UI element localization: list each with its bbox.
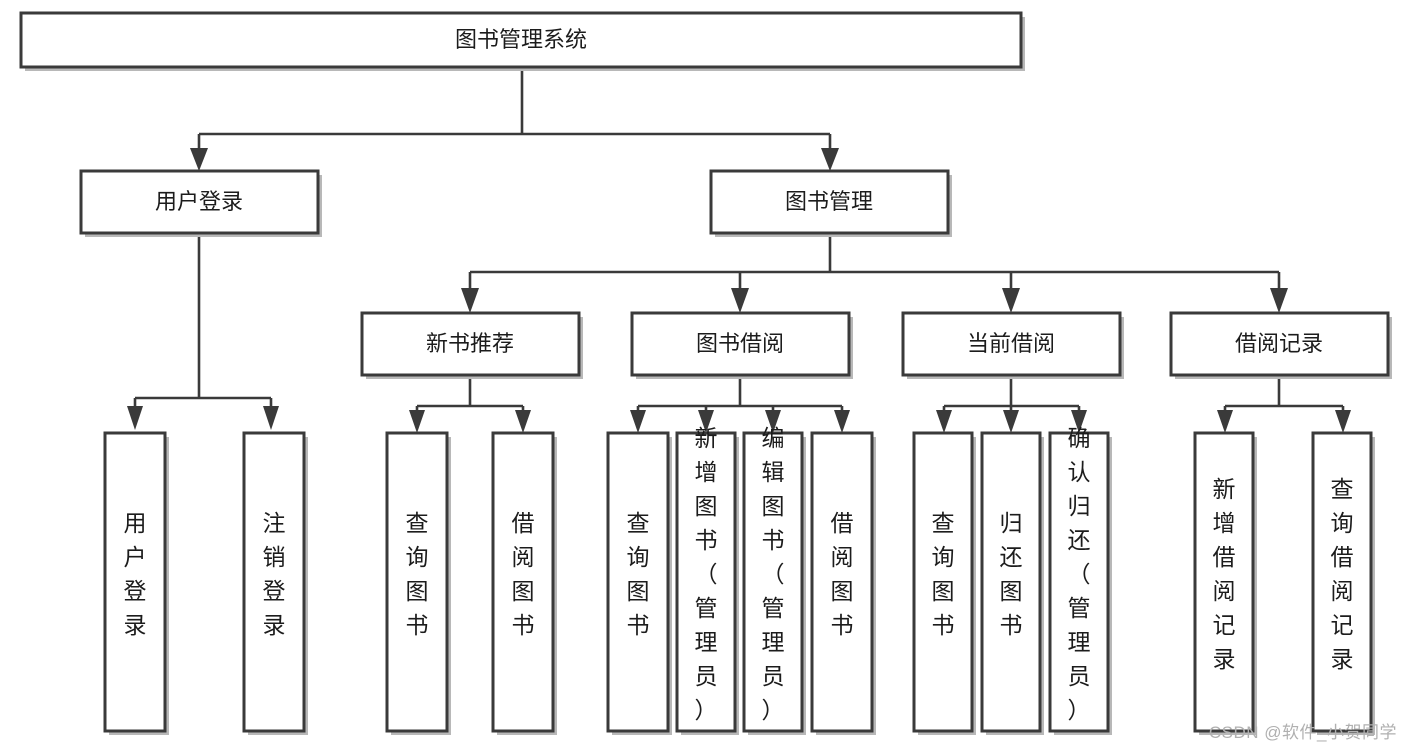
arrow-to-leaf-edit-book: [765, 410, 781, 433]
arrow-to-leaf-query-book-1: [409, 410, 425, 433]
arrow-to-leaf-query-book-2: [630, 410, 646, 433]
leaf-borrow-book-1-label: 借阅图书: [512, 510, 535, 638]
leaf-borrow-book-1-box: [491, 431, 555, 733]
arrow-to-leaf-query-book-3: [936, 410, 952, 433]
arrow-to-leaf-user-login: [127, 406, 143, 430]
arrow-to-current-borrow: [1002, 288, 1020, 313]
root-label: 图书管理系统: [455, 27, 587, 52]
node-user-login[interactable]: 用户登录: [79, 169, 322, 237]
leaf-edit-book[interactable]: 编辑图书（管理员）: [742, 425, 806, 735]
node-new-book-recommend[interactable]: 新书推荐: [360, 311, 583, 379]
leaf-query-book-3-box: [912, 431, 974, 733]
book-management-label: 图书管理: [785, 189, 873, 214]
leaf-logout-login-label: 注销登录: [263, 510, 286, 638]
node-book-borrow[interactable]: 图书借阅: [630, 311, 853, 379]
arrow-to-leaf-logout-login: [263, 406, 279, 430]
leaf-borrow-book-2-label: 借阅图书: [831, 510, 854, 638]
book-borrow-label: 图书借阅: [696, 331, 784, 356]
leaf-query-record-label: 查询借阅记录: [1331, 476, 1354, 672]
leaf-add-book[interactable]: 新增图书（管理员）: [675, 425, 739, 735]
leaf-add-record-box: [1193, 431, 1255, 733]
arrow-to-leaf-add-book: [698, 410, 714, 433]
leaf-confirm-return-label: 确认归还（管理员）: [1068, 425, 1091, 723]
leaf-edit-book-label: 编辑图书（管理员）: [762, 425, 785, 723]
leaf-query-book-3[interactable]: 查询图书: [912, 431, 976, 735]
leaf-borrow-book-2-box: [810, 431, 874, 733]
borrow-record-label: 借阅记录: [1235, 331, 1323, 356]
node-root[interactable]: 图书管理系统: [19, 11, 1025, 71]
leaf-query-book-1[interactable]: 查询图书: [385, 431, 451, 735]
user-login-box: [79, 169, 320, 235]
arrow-to-book-management: [821, 148, 839, 171]
leaf-return-book-label: 归还图书: [1000, 510, 1023, 638]
leaf-borrow-book-1[interactable]: 借阅图书: [491, 431, 557, 735]
leaf-add-record-label: 新增借阅记录: [1213, 476, 1236, 672]
arrow-to-book-borrow: [731, 288, 749, 313]
arrow-to-user-login: [190, 148, 208, 171]
arrow-to-new-book-recommend: [461, 288, 479, 313]
leaf-user-login-box: [103, 431, 167, 733]
leaf-query-book-2[interactable]: 查询图书: [606, 431, 672, 735]
current-borrow-label: 当前借阅: [967, 331, 1055, 356]
arrow-to-leaf-borrow-book-1: [515, 410, 531, 433]
arrow-to-leaf-confirm-return: [1071, 410, 1087, 433]
arrow-to-leaf-return-book: [1003, 410, 1019, 433]
leaf-borrow-book-2[interactable]: 借阅图书: [810, 431, 876, 735]
leaf-add-record[interactable]: 新增借阅记录: [1193, 431, 1257, 735]
current-borrow-box: [901, 311, 1122, 377]
user-login-label: 用户登录: [155, 189, 243, 214]
book-borrow-box: [630, 311, 851, 377]
leaf-user-login[interactable]: 用户登录: [103, 431, 169, 735]
leaf-query-record[interactable]: 查询借阅记录: [1311, 431, 1375, 735]
leaf-add-book-box: [675, 431, 737, 733]
leaf-return-book[interactable]: 归还图书: [980, 431, 1044, 735]
leaf-confirm-return-box: [1048, 431, 1110, 733]
leaf-query-record-box: [1311, 431, 1373, 733]
leaf-query-book-1-label: 查询图书: [406, 510, 429, 638]
edge-layer: [127, 67, 1351, 433]
leaf-query-book-2-label: 查询图书: [627, 510, 650, 638]
new-book-recommend-label: 新书推荐: [426, 331, 514, 356]
borrow-record-box: [1169, 311, 1390, 377]
leaf-add-book-label: 新增图书（管理员）: [695, 425, 718, 723]
leaf-query-book-3-label: 查询图书: [932, 510, 955, 638]
leaf-query-book-2-box: [606, 431, 670, 733]
arrow-to-leaf-query-record: [1335, 410, 1351, 433]
arrow-to-leaf-borrow-book-2: [834, 410, 850, 433]
arrow-to-borrow-record: [1270, 288, 1288, 313]
leaf-user-login-label: 用户登录: [124, 510, 147, 638]
leaf-confirm-return[interactable]: 确认归还（管理员）: [1048, 425, 1112, 735]
book-management-box: [709, 169, 950, 235]
node-book-management[interactable]: 图书管理: [709, 169, 952, 237]
node-borrow-record[interactable]: 借阅记录: [1169, 311, 1392, 379]
arrow-to-leaf-add-record: [1217, 410, 1233, 433]
node-current-borrow[interactable]: 当前借阅: [901, 311, 1124, 379]
leaf-return-book-box: [980, 431, 1042, 733]
leaf-logout-login[interactable]: 注销登录: [242, 431, 308, 735]
leaf-logout-login-box: [242, 431, 306, 733]
new-book-recommend-box: [360, 311, 581, 377]
leaf-query-book-1-box: [385, 431, 449, 733]
leaf-edit-book-box: [742, 431, 804, 733]
root-box: [19, 11, 1023, 69]
